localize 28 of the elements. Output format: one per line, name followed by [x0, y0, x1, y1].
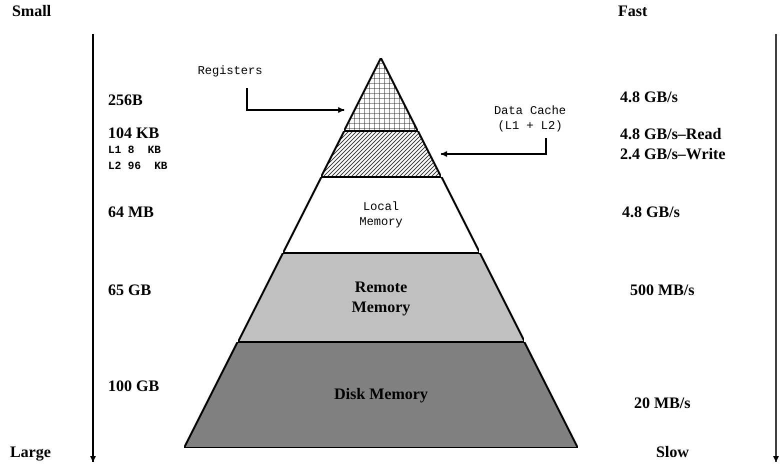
pyramid-tier	[184, 342, 578, 448]
axis-value-label: 4.8 GB/s	[622, 205, 680, 221]
callout-label: Registers	[198, 64, 262, 78]
tier-label: Disk Memory	[334, 385, 428, 405]
axis-value-label: 256B	[108, 93, 143, 109]
axis-value-label: 65 GB	[108, 283, 152, 299]
callout-label: Data Cache (L1 + L2)	[492, 104, 567, 134]
tier-label: Remote Memory	[350, 278, 412, 318]
axis-value-label: Fast	[618, 4, 648, 20]
axis-value-label: 500 MB/s	[630, 283, 694, 299]
axis-value-label: 20 MB/s	[634, 396, 690, 412]
tier-label: Local Memory	[358, 200, 404, 230]
pyramid-apex	[344, 58, 418, 131]
pyramid-tier	[238, 253, 524, 342]
cache-size-label: L2 96 KB	[108, 162, 168, 173]
axis-value-label: 104 KB	[108, 126, 160, 142]
cache-size-label: L1 8 KB	[108, 146, 161, 157]
arrow	[246, 88, 344, 113]
pyramid-tier	[282, 177, 480, 253]
axis-value-label: 4.8 GB/s	[620, 90, 678, 106]
arrow	[441, 138, 547, 157]
axis-value-label: 4.8 GB/s–Read	[620, 127, 722, 143]
axis-value-label: Slow	[656, 445, 689, 461]
axis-value-label: 100 GB	[108, 379, 160, 395]
axis-value-label: 64 MB	[108, 205, 154, 221]
axis-value-label: Small	[12, 4, 52, 20]
axis-value-label: 2.4 GB/s–Write	[620, 147, 726, 163]
axis-value-label: Large	[10, 445, 51, 461]
